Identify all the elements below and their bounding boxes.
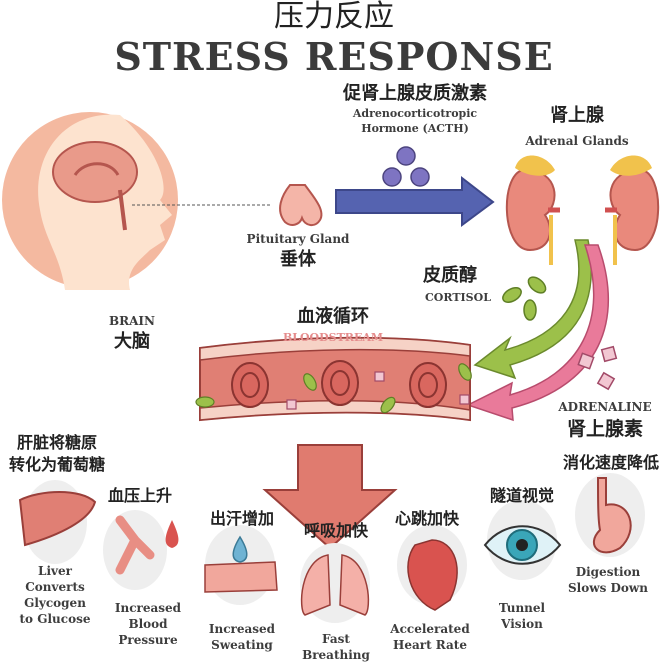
- brain-label-en: BRAIN: [108, 314, 156, 328]
- effect-blood-pressure-cn: 血压上升: [107, 486, 173, 505]
- effect-text-line: Increased: [114, 601, 182, 615]
- effect-text-line: Breathing: [302, 648, 370, 662]
- heart-icon: [407, 539, 458, 611]
- effect-text-line: Heart Rate: [392, 638, 467, 652]
- brain-illustration: [2, 112, 272, 290]
- effect-text-line: Blood: [128, 617, 168, 631]
- adrenaline-label-cn: 肾上腺素: [566, 418, 644, 440]
- effect-digestion-cn: 消化速度降低: [562, 453, 660, 472]
- effect-text-line: Sweating: [211, 638, 273, 652]
- stomach-icon: [593, 477, 632, 554]
- brain-label-cn: 大脑: [114, 331, 150, 352]
- effect-text-line: Accelerated: [390, 622, 470, 636]
- acth-arrow-icon: [335, 175, 495, 227]
- blood-vessel-illustration: [195, 336, 472, 422]
- effect-text-line: to Glucose: [19, 612, 91, 626]
- title-chinese: 压力反应: [274, 0, 394, 34]
- effect-liver-cn-1: 肝脏将糖原: [16, 433, 98, 452]
- effect-text-line: Digestion: [575, 565, 641, 579]
- effect-tunnel-vision-cn: 隧道视觉: [489, 486, 555, 505]
- effect-breathing-cn: 呼吸加快: [303, 521, 369, 540]
- cortisol-molecules-icon: [502, 276, 547, 321]
- acth-label-cn: 促肾上腺皮质激素: [343, 83, 487, 104]
- effect-liver-cn-2: 转化为葡萄糖: [8, 455, 106, 474]
- adrenaline-label-en: ADRENALINE: [558, 400, 652, 414]
- bloodstream-label-en: BLOODSTREAM: [282, 331, 384, 344]
- effect-text-line: Vision: [501, 617, 543, 631]
- down-arrow-icon: [262, 444, 398, 550]
- blood-drop-icon: [165, 520, 179, 548]
- adrenaline-arrow-icon: [466, 244, 610, 422]
- pituitary-gland-icon: [279, 184, 323, 226]
- effect-text-line: Pressure: [118, 633, 178, 647]
- adrenal-label-cn: 肾上腺: [550, 105, 604, 126]
- effect-text-line: Increased: [208, 622, 276, 636]
- effect-text-line: Tunnel: [498, 601, 546, 615]
- effect-heart-rate-cn: 心跳加快: [394, 509, 460, 528]
- effect-text-line: Liver: [38, 564, 72, 578]
- skin-layer-icon: [204, 561, 278, 593]
- adrenaline-molecules-icon: [577, 345, 618, 391]
- effect-sweating-cn: 出汗增加: [209, 509, 275, 528]
- bloodstream-label-cn: 血液循环: [297, 306, 369, 327]
- effect-text-line: Converts: [25, 580, 85, 594]
- effect-text-line: Slows Down: [568, 581, 648, 595]
- cortisol-arrow-icon: [473, 239, 592, 380]
- effect-text-line: Fast: [322, 632, 350, 646]
- adrenal-label-en: Adrenal Glands: [525, 134, 629, 148]
- effect-text-line: Glycogen: [24, 596, 86, 610]
- pituitary-label-cn: 垂体: [280, 249, 316, 270]
- adrenal-glands-icon: [505, 155, 660, 265]
- acth-molecules-icon: [382, 146, 430, 187]
- acth-label-en-2: Hormone (ACTH): [361, 122, 469, 135]
- liver-icon: [18, 491, 97, 547]
- sweat-drop-icon: [232, 535, 248, 563]
- title-english: STRESS RESPONSE: [114, 34, 554, 79]
- lungs-icon: [300, 554, 370, 616]
- pituitary-label-en: Pituitary Gland: [246, 232, 350, 246]
- blood-vessel-branch-icon: [115, 515, 155, 575]
- cortisol-label-en: CORTISOL: [425, 291, 491, 304]
- eye-icon: [483, 525, 562, 565]
- cortisol-label-cn: 皮质醇: [423, 265, 477, 286]
- acth-label-en-1: Adrenocorticotropic: [352, 107, 478, 120]
